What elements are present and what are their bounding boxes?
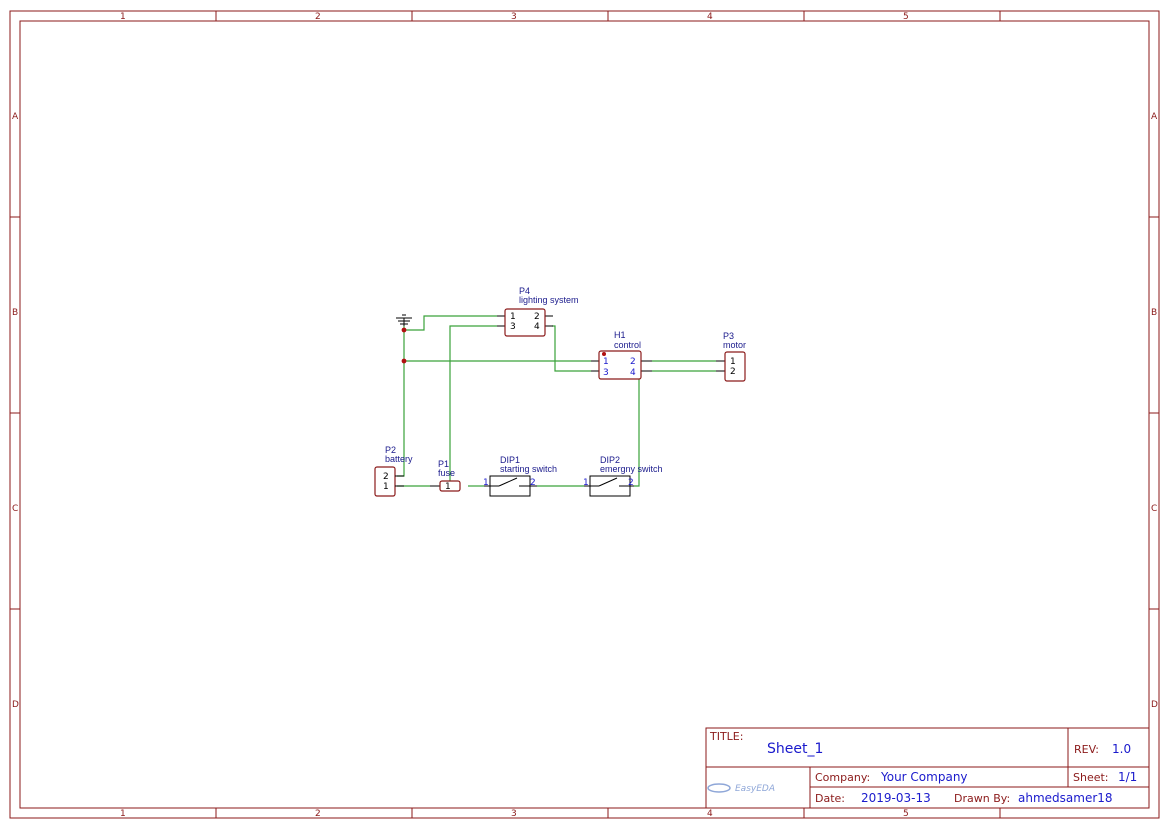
dip2-value: emergny switch [600,464,663,474]
zone-col-2-top: 2 [315,12,321,22]
wire-p4-pin3-to-fuse[interactable] [449,325,497,486]
zone-ticks [10,11,1159,818]
sheet-title: Sheet_1 [767,741,823,757]
sheet-value: 1/1 [1118,770,1137,784]
zone-col-3-bottom: 3 [511,809,517,819]
p4-ref: P4 [519,286,530,296]
sheet-label: Sheet: [1073,771,1109,784]
h1-body [598,350,642,380]
p3-pin-2: 2 [730,367,736,377]
zone-row-d-right: D [1151,700,1158,710]
wire-h1-pin4-to-dip2[interactable] [634,371,640,487]
p2-pin-2: 2 [383,472,389,482]
dip1-ref: DIP1 [500,455,520,465]
zone-row-a-right: A [1151,112,1158,122]
drawn-by-label: Drawn By: [954,792,1010,805]
p4-pin-3: 3 [510,322,516,332]
zone-col-4-top: 4 [707,12,713,22]
dip2-pin-2: 2 [628,478,634,488]
wire-p4-pin4-to-h1-pin3[interactable] [552,325,591,372]
component-h1[interactable]: H1 control 1 2 3 4 [591,330,652,380]
h1-pin-3: 3 [603,368,609,378]
junction-h1-node [401,358,407,364]
p1-value: fuse [438,468,455,478]
inner-frame [19,20,1150,809]
zone-col-5-bottom: 5 [903,809,909,819]
zone-row-c-right: C [1151,504,1157,514]
p3-ref: P3 [723,331,734,341]
p1-pin-1: 1 [445,482,451,492]
easyeda-logo-icon: EasyEDA [707,783,775,794]
h1-pin-1: 1 [603,357,609,367]
rev-label: REV: [1074,743,1099,756]
zone-col-1-top: 1 [120,12,126,22]
company-value: Your Company [880,770,968,784]
dip2-pin-1: 1 [583,478,589,488]
p3-body [724,351,746,382]
h1-ref: H1 [614,330,626,340]
dip2-ref: DIP2 [600,455,620,465]
p4-pin-1: 1 [510,312,516,322]
dip1-pin-2: 2 [530,478,536,488]
p1-ref: P1 [438,459,449,469]
junction-gnd [401,327,407,333]
wire-gnd-to-p4-pin1[interactable] [404,315,497,331]
p3-value: motor [723,340,746,350]
zone-col-2-bottom: 2 [315,809,321,819]
h1-value: control [614,340,641,350]
p2-value: battery [385,454,413,464]
dip1-pin-1: 1 [483,478,489,488]
h1-pin-4: 4 [630,368,636,378]
component-p1[interactable]: P1 fuse 1 [430,459,461,492]
dip1-value: starting switch [500,464,557,474]
p4-pin-4: 4 [534,322,540,332]
date-value: 2019-03-13 [861,791,931,805]
rev-value: 1.0 [1112,742,1131,756]
zone-row-d-left: D [12,700,19,710]
component-dip2[interactable]: DIP2 emergny switch 1 2 [583,455,663,497]
p1-body [439,480,461,492]
title-label: TITLE: [709,730,743,743]
zone-row-b-right: B [1151,308,1157,318]
p2-body [374,466,396,497]
p2-pin-1: 1 [383,482,389,492]
p3-pin-1: 1 [730,357,736,367]
company-label: Company: [815,771,870,784]
zone-row-b-left: B [12,308,18,318]
zone-col-1-bottom: 1 [120,809,126,819]
component-p4[interactable]: P4 lighting system 1 2 3 4 [497,286,579,337]
title-block: TITLE: Sheet_1 REV: 1.0 Company: Your Co… [705,727,1150,809]
p4-pin-2: 2 [534,312,540,322]
h1-pin-2: 2 [630,357,636,367]
easyeda-logo-text: EasyEDA [735,784,775,794]
zone-row-c-left: C [12,504,18,514]
zone-col-5-top: 5 [903,12,909,22]
ground-symbol[interactable] [396,314,412,326]
h1-pin1-marker [602,352,606,356]
zone-row-a-left: A [12,112,19,122]
drawn-by-value: ahmedsamer18 [1018,791,1113,805]
zone-col-4-bottom: 4 [707,809,713,819]
component-dip1[interactable]: DIP1 starting switch 1 2 [483,455,557,497]
zone-col-3-top: 3 [511,12,517,22]
p4-body [504,308,546,337]
p2-ref: P2 [385,445,396,455]
component-p3[interactable]: P3 motor 1 2 [716,331,746,382]
p4-value: lighting system [519,295,579,305]
component-p2[interactable]: P2 battery 2 1 [374,445,413,497]
date-label: Date: [815,792,845,805]
outer-frame [9,10,1160,819]
